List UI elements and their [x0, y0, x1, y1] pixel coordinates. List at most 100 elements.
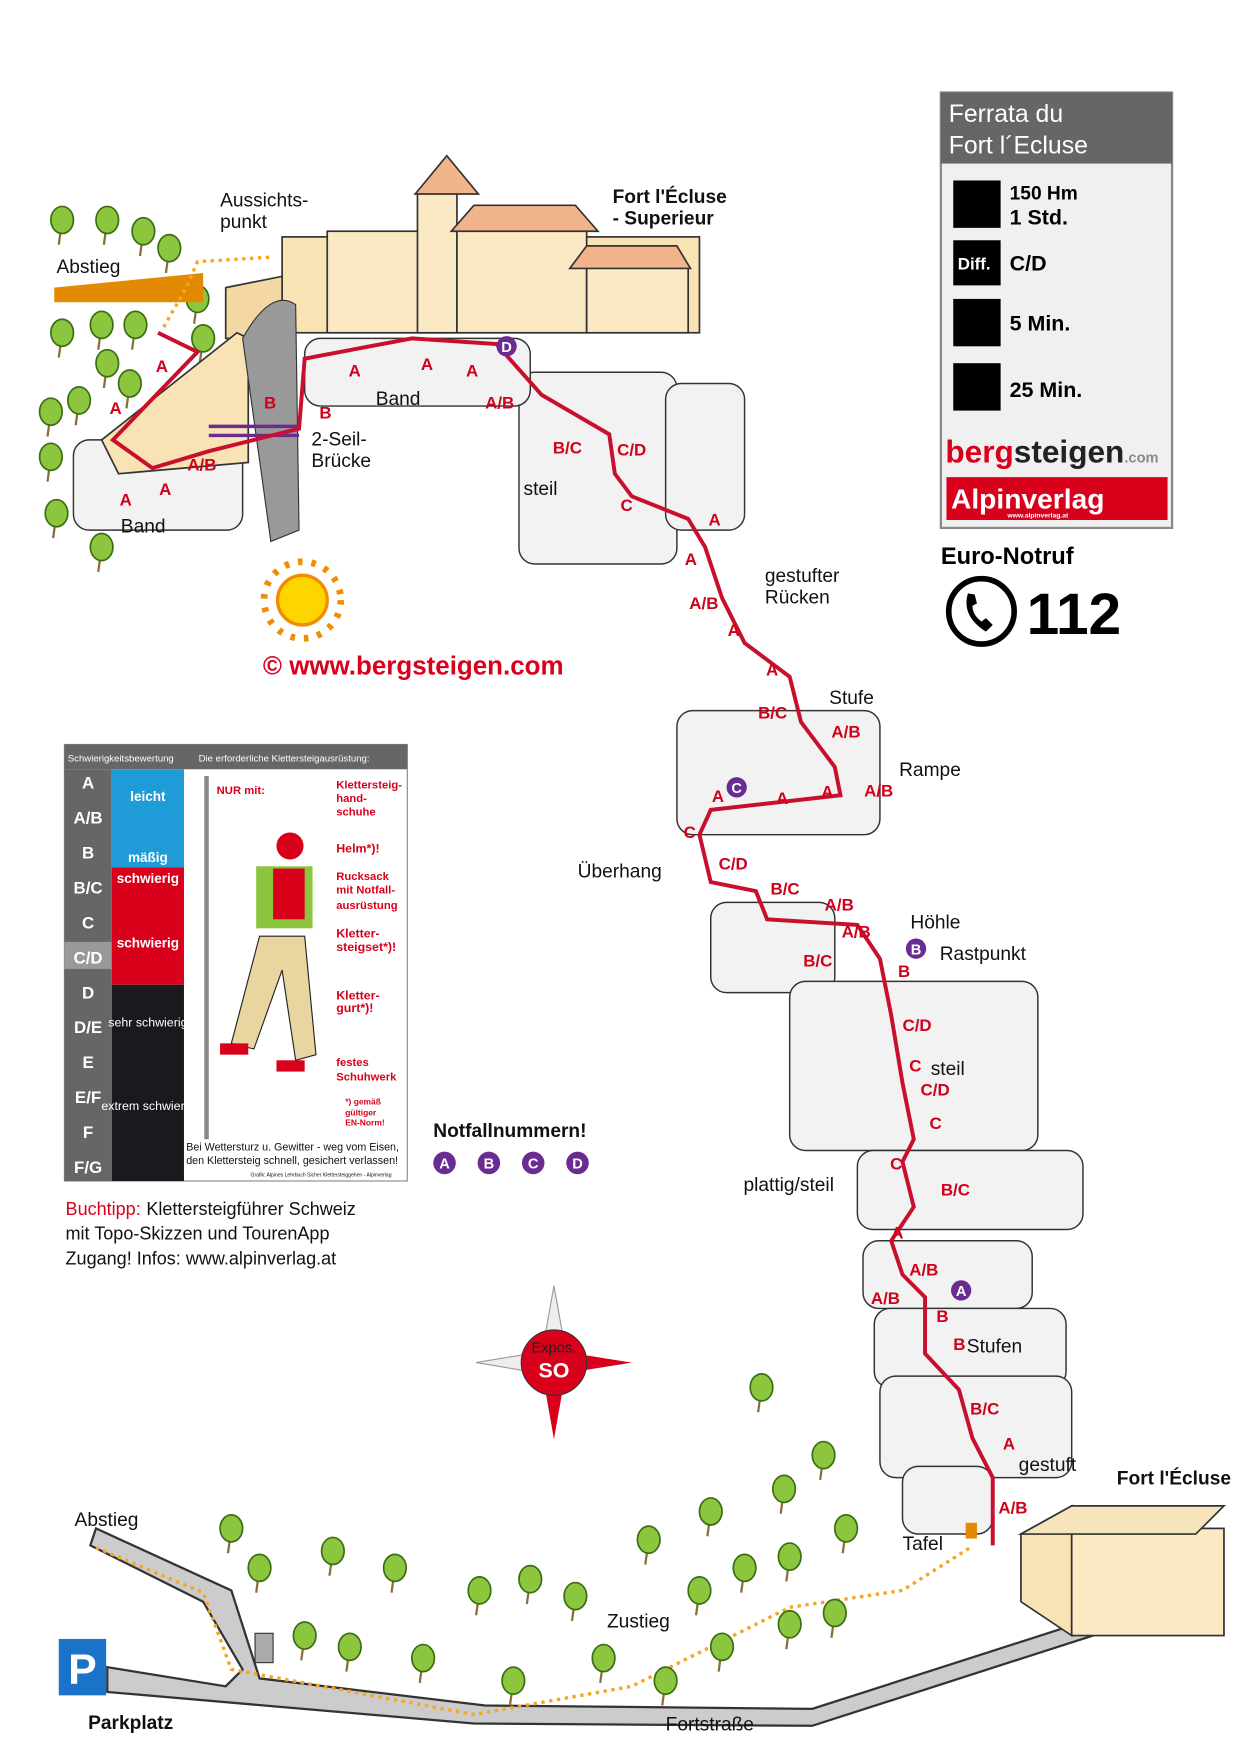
route-grade: A [712, 787, 724, 806]
equipment-label: ausrüstung [336, 900, 397, 912]
label-ruecken: Rücken [765, 587, 830, 608]
label-abstieg-bottom: Abstieg [75, 1510, 139, 1531]
parking-sign: P [58, 1638, 107, 1696]
tree-icon [732, 1553, 757, 1593]
route-grade: A [728, 621, 740, 640]
notfall-item: B [477, 1151, 501, 1175]
signpost-icon [254, 1632, 274, 1664]
book-tip: Buchtipp:Klettersteigführer Schweiz mit … [66, 1199, 356, 1269]
info-approach: 5 Min. [1010, 311, 1071, 335]
route-grade: B/C [803, 952, 832, 971]
route-grade: A/B [842, 922, 871, 941]
notfall-title: Notfallnummern! [433, 1121, 586, 1142]
legend-grade: E/F [75, 1088, 101, 1107]
label-band: Band [376, 389, 421, 410]
route-grade: B/C [941, 1181, 970, 1200]
diff-icon-label: Diff. [958, 255, 991, 274]
route-grade: B [953, 1335, 965, 1354]
rock-face [901, 1465, 994, 1535]
tree-icon [382, 1553, 408, 1593]
level-schwierig-2: schwierig [117, 935, 179, 950]
tree-icon [292, 1621, 317, 1661]
route-grade: C/D [617, 441, 646, 460]
emergency-point-letter: A [956, 1284, 967, 1300]
tree-icon [591, 1643, 616, 1684]
route-grade: A/B [831, 723, 860, 742]
equipment-label: festes [336, 1057, 369, 1069]
legend-grade: C [82, 913, 94, 932]
level-maessig: mäßig [128, 850, 168, 865]
copyright: © www.bergsteigen.com [263, 653, 564, 681]
label-fort-sup: Fort l'Écluse [613, 186, 727, 208]
route-grade: B/C [553, 438, 582, 457]
label-stufe: Stufe [829, 688, 874, 709]
route-grade: A [156, 357, 168, 376]
route-grade: A [685, 550, 697, 569]
diff-icon [953, 240, 1001, 286]
tree-icon [777, 1609, 802, 1650]
route-grade: B [898, 962, 910, 981]
notfall-letter: B [484, 1157, 495, 1173]
warning-2: den Klettersteig schnell, gesichert verl… [186, 1155, 398, 1167]
route-grade: A [421, 355, 433, 374]
tree-icon [749, 1373, 774, 1413]
booktip-line2: mit Topo-Skizzen und TourenApp [66, 1224, 330, 1244]
info-descent: 25 Min. [1010, 378, 1083, 402]
tree-icon [771, 1474, 797, 1514]
equipment-label: Klettersteig- [336, 779, 402, 791]
label-steil2: steil [931, 1059, 965, 1080]
legend-grade: F [83, 1123, 93, 1142]
route-grade: B/C [771, 879, 800, 898]
legend-grade: A [82, 773, 94, 792]
tree-icon [38, 442, 63, 482]
tree-icon [501, 1666, 526, 1706]
legend-grade: E [82, 1053, 93, 1072]
brand-alpinverlag-url: www.alpinverlag.at [1006, 513, 1069, 520]
tree-icon [89, 310, 114, 350]
level-sehr-schwierig: sehr schwierig [108, 1015, 187, 1029]
fort-superieur [100, 154, 701, 475]
info-title-1: Ferrata du [949, 101, 1063, 128]
level-extrem-schwierig: extrem schwierig [101, 1099, 194, 1113]
route-grade: C/D [921, 1080, 950, 1099]
label-seil: 2-Seil- [311, 430, 366, 451]
label-punkt: punkt [220, 212, 268, 233]
tree-icon [709, 1632, 735, 1672]
brand-bergsteigen: bergsteigen.com [945, 433, 1158, 469]
route-grade: A/B [825, 895, 854, 914]
equipment-label: gurt*)! [336, 1001, 373, 1015]
equipment-label: Rucksack [336, 871, 389, 883]
equipment-label: hand- [336, 793, 367, 805]
route-grade: B [319, 403, 331, 422]
legend-grade: F/G [74, 1158, 102, 1177]
notfall-letter: A [439, 1157, 450, 1173]
legend-grade: C/D [74, 948, 103, 967]
route-grade: A/B [485, 393, 514, 412]
label-aussicht: Aussichts- [220, 190, 308, 211]
label-fortstrasse: Fortstraße [666, 1714, 754, 1735]
parking-letter: P [68, 1646, 97, 1694]
brand-alpinverlag [946, 477, 1168, 520]
climber-icon [953, 180, 1001, 228]
legend-grade: D/E [74, 1018, 102, 1037]
route-grade: C [890, 1155, 902, 1174]
route-grade: B [264, 393, 276, 412]
rock-face [676, 709, 881, 836]
emergency-point-letter: B [911, 942, 922, 958]
route-grade: C/D [719, 855, 748, 874]
label-zustieg: Zustieg [607, 1612, 670, 1633]
route-grade: A [120, 490, 132, 509]
legend-header-right: Die erforderliche Klettersteigausrüstung… [199, 753, 370, 764]
label-fort-bottom: Fort l'Écluse [1117, 1467, 1231, 1489]
trees [38, 205, 859, 1706]
tree-icon [698, 1497, 723, 1537]
equipment-label: Helm*)! [336, 842, 379, 856]
label-hoehle: Höhle [910, 912, 960, 933]
tree-icon [123, 310, 148, 350]
route-grade: A [708, 511, 720, 530]
approach-icon [953, 298, 1001, 347]
label-parkplatz: Parkplatz [88, 1713, 173, 1734]
